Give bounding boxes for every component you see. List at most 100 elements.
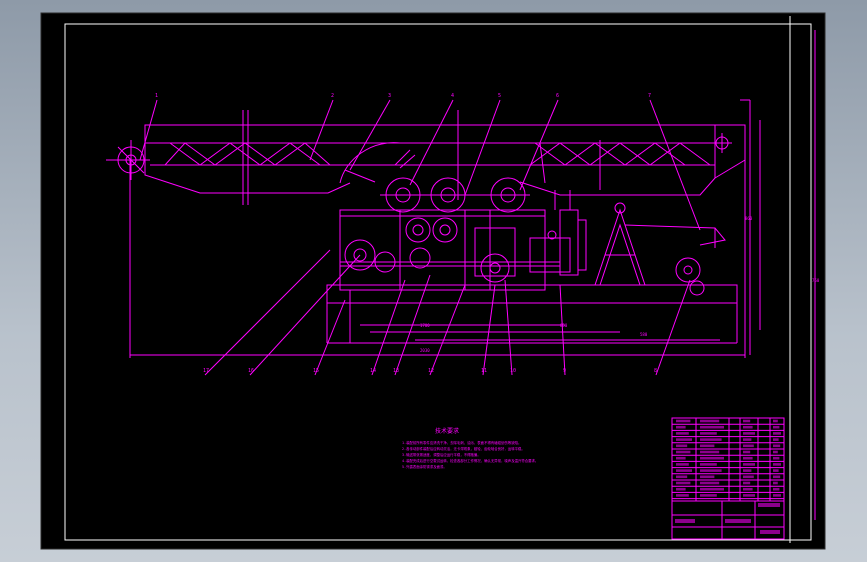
leader-line-10 — [504, 279, 513, 376]
leader-line-13 — [394, 274, 431, 376]
parts-cell-glyph — [700, 469, 722, 472]
parts-cell-glyph — [743, 438, 752, 441]
notes-line-4: 4.装配完成后进行空载试运转，检查各部分工作情况，确认无异常，噪声及温升符合要求… — [402, 458, 538, 463]
leader-line-16 — [249, 254, 361, 376]
parts-cell-glyph — [700, 494, 717, 497]
base-frame — [326, 284, 738, 344]
parts-cell-glyph — [743, 425, 753, 429]
parts-cell-glyph — [676, 481, 691, 485]
balloon-3: 3 — [388, 93, 391, 99]
parts-cell-glyph — [743, 463, 755, 466]
parts-cell-glyph — [743, 475, 754, 479]
parts-cell-glyph — [773, 463, 781, 466]
parts-cell-glyph — [700, 419, 720, 423]
parts-cell-glyph — [773, 475, 781, 479]
parts-cell-glyph — [676, 456, 686, 460]
balloon-11: 11 — [481, 368, 487, 374]
parts-cell-glyph — [676, 475, 688, 479]
upper-gear-train — [380, 177, 530, 213]
balloon-8: 8 — [654, 368, 657, 374]
technical-notes: 技术要求 1.装配前所有零件应清洗干净，去除毛刺、油污，表面不得有磕碰划伤等缺陷… — [402, 427, 538, 469]
leader-line-7 — [649, 99, 701, 231]
leader-line-15 — [314, 299, 346, 376]
svg-text:1700: 1700 — [420, 323, 430, 328]
support-frame — [594, 202, 726, 286]
head-pulley — [106, 140, 150, 180]
parts-cell-glyph — [773, 450, 778, 454]
discharge-wheel — [675, 257, 705, 296]
notes-heading: 技术要求 — [435, 427, 459, 435]
balloon-4: 4 — [451, 93, 454, 99]
svg-text:580: 580 — [640, 332, 648, 337]
parts-cell-glyph — [743, 444, 754, 448]
drive-motor — [529, 190, 587, 276]
parts-cell-glyph — [676, 419, 691, 423]
balloon-5: 5 — [498, 93, 501, 99]
balloon-10: 10 — [510, 368, 516, 374]
leader-line-4 — [409, 99, 454, 186]
parts-cell-glyph — [773, 494, 781, 497]
parts-cell-glyph — [773, 419, 778, 423]
conveyor-truss — [144, 110, 746, 205]
title-block — [671, 417, 785, 540]
notes-line-5: 5.外露表面涂防锈漆及面漆。 — [402, 464, 447, 469]
parts-cell-glyph — [700, 432, 717, 435]
parts-cell-glyph — [773, 425, 780, 429]
parts-cell-glyph — [773, 432, 781, 435]
inner-border — [64, 23, 812, 541]
parts-cell-glyph — [773, 444, 781, 448]
parts-cell-glyph — [700, 463, 717, 466]
notes-line-2: 2.各传动部件装配后应转动灵活，无卡滞现象，链轮、齿轮啮合良好，运转平稳。 — [402, 446, 525, 451]
svg-text:760: 760 — [812, 278, 820, 283]
parts-cell-glyph — [743, 469, 752, 472]
parts-cell-glyph — [743, 432, 755, 435]
parts-cell-glyph — [676, 463, 689, 466]
leader-line-17 — [204, 249, 331, 376]
parts-cell-glyph — [743, 450, 751, 454]
balloon-1: 1 — [155, 93, 158, 99]
parts-cell-glyph — [773, 456, 780, 460]
parts-cell-glyph — [773, 469, 779, 472]
parts-cell-glyph — [743, 481, 751, 485]
balloon-9: 9 — [563, 368, 566, 374]
leader-line-1 — [139, 99, 158, 161]
balloon-16: 16 — [248, 368, 254, 374]
parts-cell-glyph — [700, 450, 720, 454]
parts-cell-glyph — [743, 494, 755, 497]
parts-cell-glyph — [773, 438, 779, 441]
notes-line-3: 3.输送带张紧适度，调整后应运行平稳，不得跑偏。 — [402, 452, 481, 457]
parts-cell-glyph — [700, 475, 715, 479]
gearbox-housing — [339, 209, 560, 291]
parts-cell-glyph — [676, 444, 688, 448]
parts-cell-glyph — [773, 487, 780, 491]
parts-cell-glyph — [743, 487, 753, 491]
parts-cell-glyph — [700, 438, 722, 441]
balloon-12: 12 — [428, 368, 434, 374]
parts-cell-glyph — [700, 456, 724, 460]
parts-cell-glyph — [676, 450, 691, 454]
parts-cell-glyph — [676, 438, 692, 441]
balloon-6: 6 — [556, 93, 559, 99]
parts-cell-glyph — [743, 456, 753, 460]
parts-cell-glyph — [700, 425, 724, 429]
balloon-15: 15 — [313, 368, 319, 374]
svg-text:850: 850 — [560, 323, 568, 328]
balloon-14: 14 — [370, 368, 376, 374]
parts-cell-glyph — [676, 432, 689, 435]
tail-pulley — [712, 133, 732, 153]
parts-cell-glyph — [676, 494, 689, 497]
balloon-2: 2 — [331, 93, 334, 99]
parts-cell-glyph — [773, 481, 778, 485]
leader-line-3 — [349, 99, 391, 171]
balloon-17: 17 — [203, 368, 209, 374]
parts-cell-glyph — [743, 419, 751, 423]
leader-line-12 — [429, 284, 466, 376]
feed-hood — [339, 142, 546, 184]
leader-line-6 — [519, 99, 559, 191]
parts-cell-glyph — [676, 425, 686, 429]
parts-cell-glyph — [700, 444, 715, 448]
leader-line-2 — [309, 99, 334, 161]
